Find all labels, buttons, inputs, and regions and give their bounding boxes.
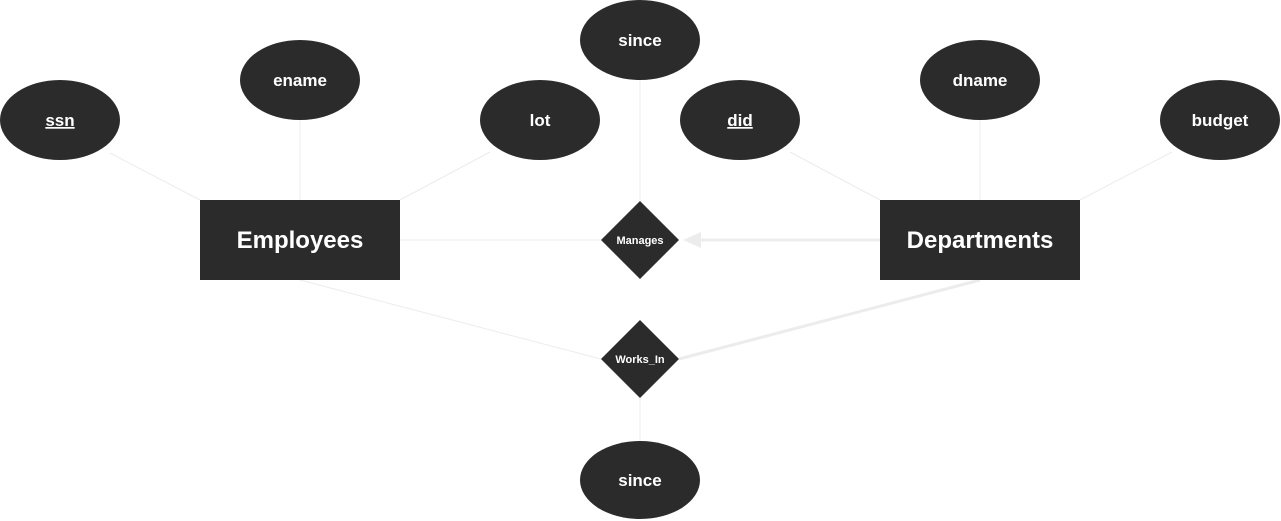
entity-employees-label: Employees [237, 227, 364, 254]
attribute-works-in-since[interactable]: since [580, 441, 700, 519]
relationship-works-in[interactable]: Works_In [601, 320, 679, 398]
entity-employees[interactable]: Employees [200, 200, 400, 280]
attribute-ssn-shape [0, 80, 120, 160]
relationship-works-in-label: Works_In [615, 354, 665, 366]
connector-ssn-employees [109, 152, 201, 201]
attribute-works-in-since-label: since [618, 471, 661, 490]
relationship-manages[interactable]: Manages [601, 201, 679, 279]
attribute-ename[interactable]: ename [240, 40, 360, 120]
entity-departments-label: Departments [907, 227, 1054, 254]
attribute-lot-shape [480, 80, 600, 160]
connector-employees-works-in [299, 279, 602, 360]
relationship-manages-label: Manages [616, 235, 663, 247]
relationship-manages-shape [601, 201, 679, 279]
attribute-manages-since-label: since [618, 31, 661, 50]
attribute-did-label: did [727, 111, 753, 130]
entity-departments-shape [880, 200, 1080, 280]
attribute-budget-label: budget [1192, 111, 1249, 130]
attribute-manages-since[interactable]: since [580, 0, 700, 80]
connector-departments-works-in [678, 278, 981, 361]
attribute-did[interactable]: did [680, 80, 800, 160]
attribute-lot-label: lot [530, 111, 551, 130]
attribute-ssn-label: ssn [45, 111, 74, 130]
connector-did-departments [789, 151, 881, 201]
attribute-ssn[interactable]: ssn [0, 80, 120, 160]
attribute-dname[interactable]: dname [920, 40, 1040, 120]
attribute-dname-shape [920, 40, 1040, 120]
attribute-lot[interactable]: lot [480, 80, 600, 160]
attribute-did-shape [680, 80, 800, 160]
entity-departments[interactable]: Departments [880, 200, 1080, 280]
arrowhead-manages [683, 232, 701, 248]
attribute-ename-shape [240, 40, 360, 120]
connector-lot-employees [399, 151, 491, 201]
connector-budget-departments [1079, 151, 1173, 201]
attribute-ename-label: ename [273, 71, 327, 90]
attribute-budget-shape [1160, 80, 1280, 160]
attribute-budget[interactable]: budget [1160, 80, 1280, 160]
attribute-dname-label: dname [953, 71, 1008, 90]
relationship-works-in-shape [601, 320, 679, 398]
entity-employees-shape [200, 200, 400, 280]
attribute-works-in-since-shape [580, 441, 700, 519]
connectors [109, 79, 1173, 443]
attribute-manages-since-shape [580, 0, 700, 80]
